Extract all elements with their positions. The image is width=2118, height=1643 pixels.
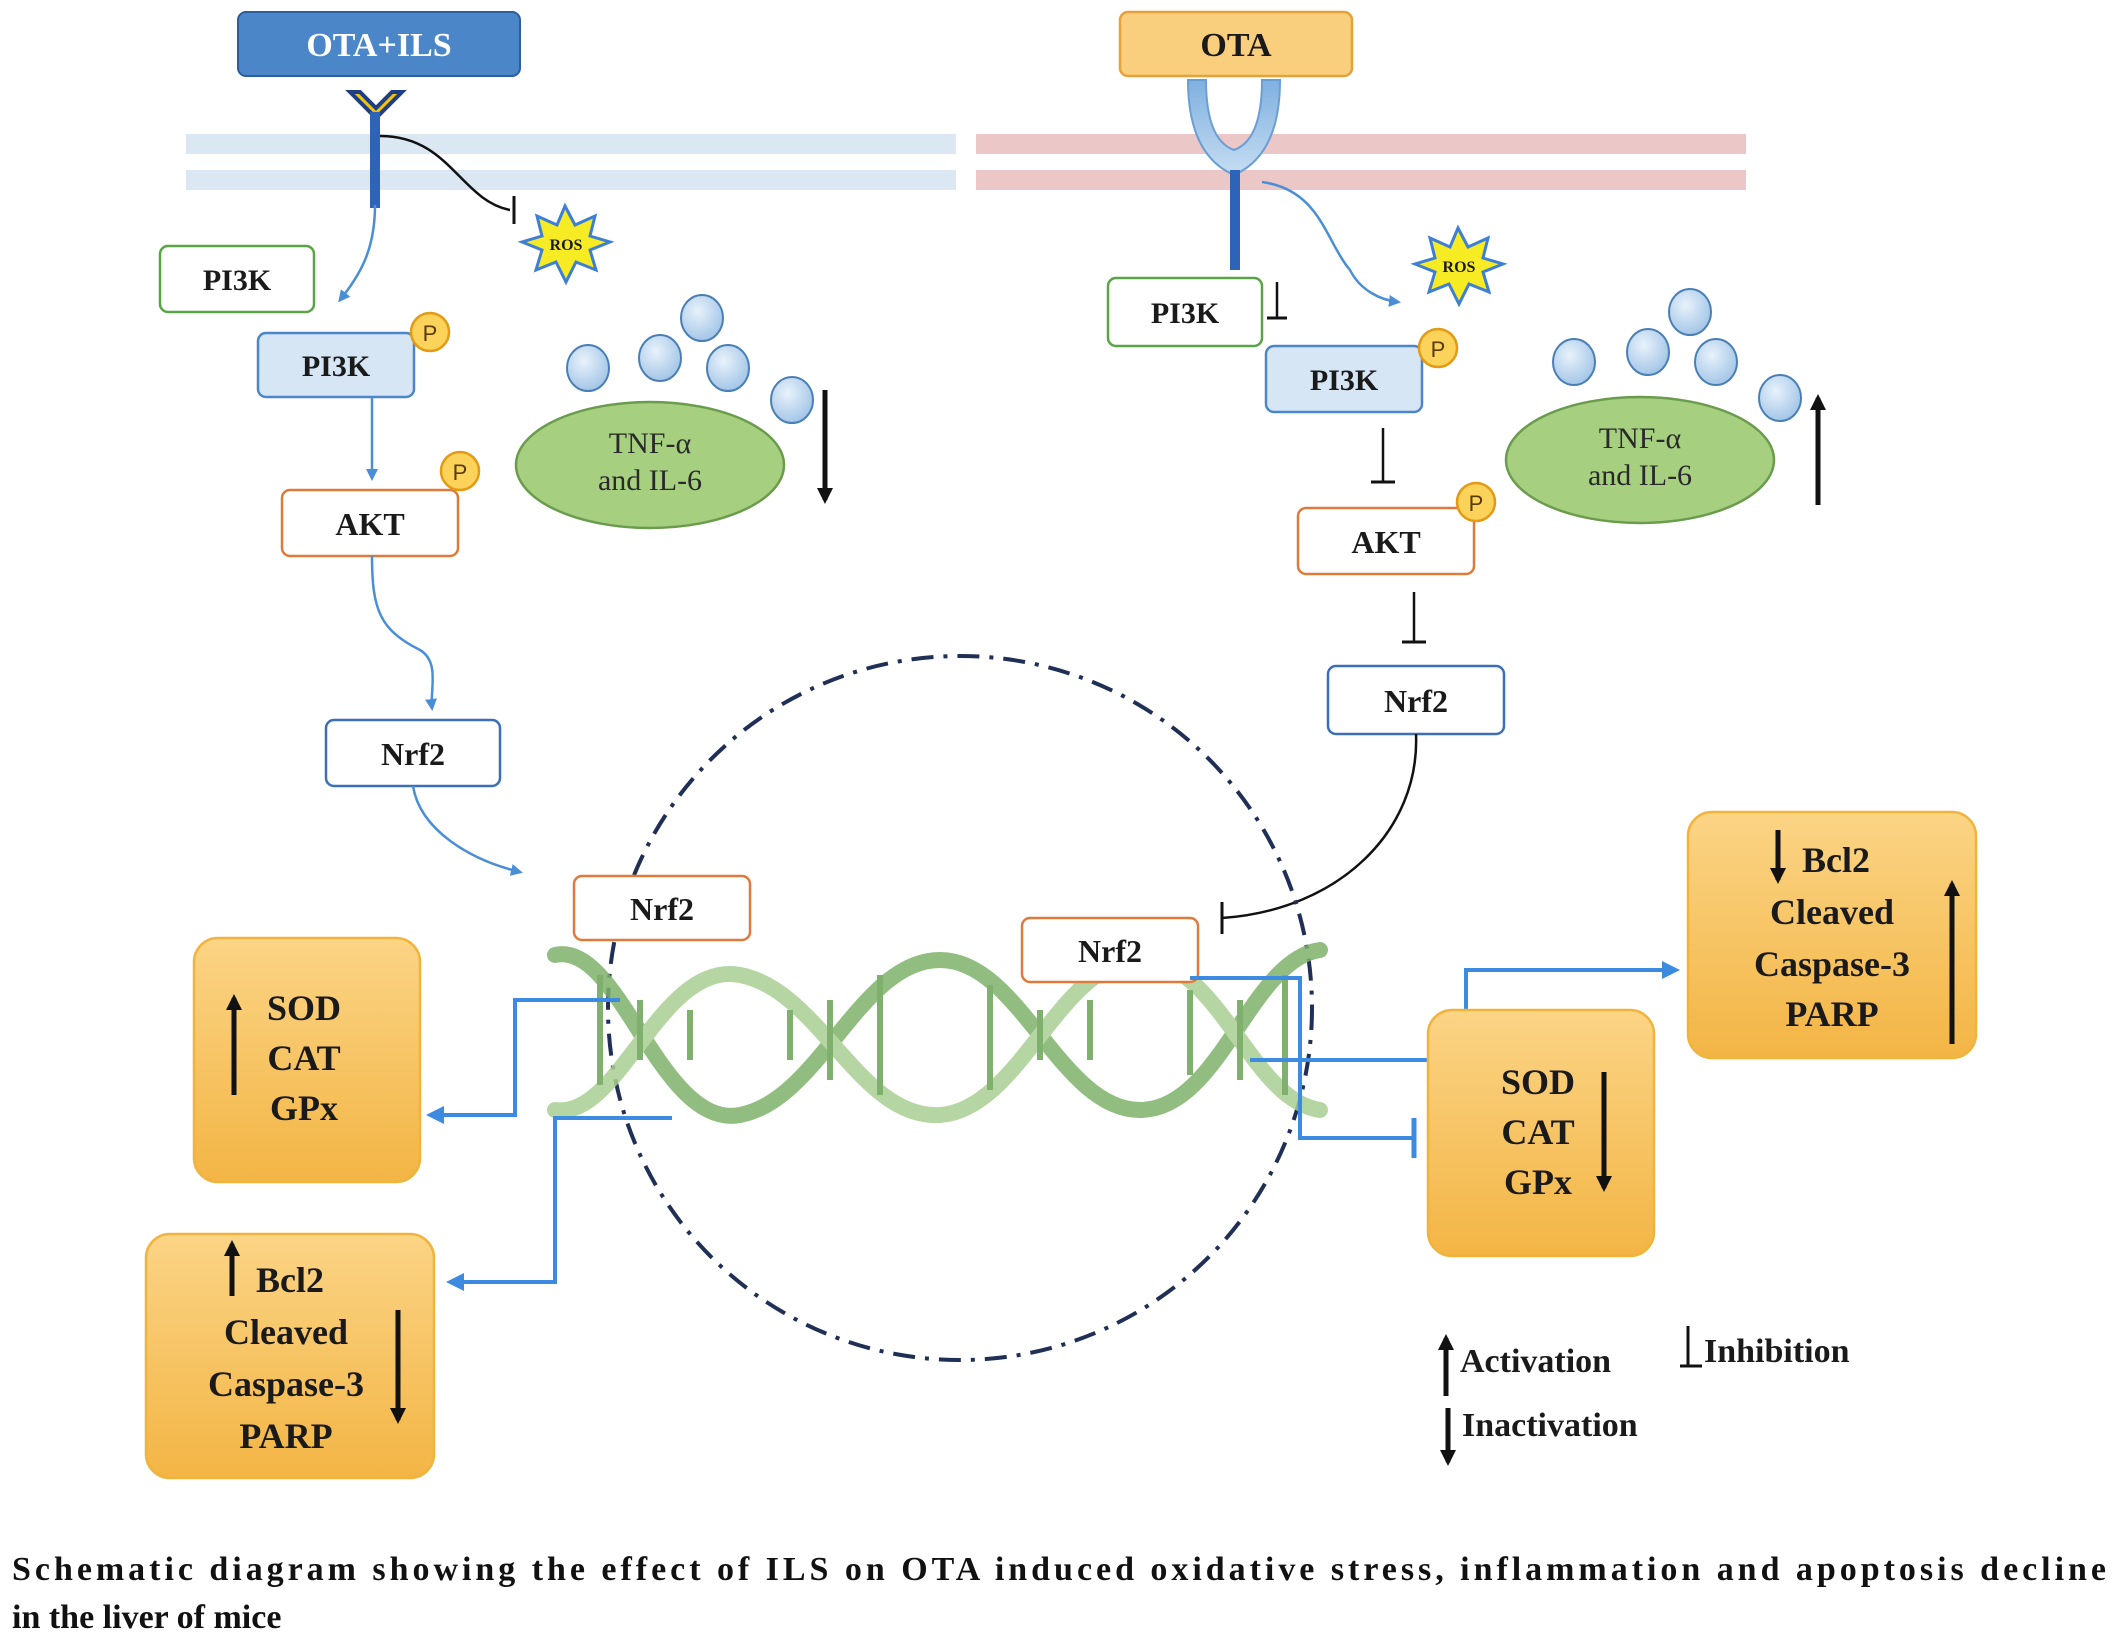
parp-text-right: PARP: [1785, 994, 1878, 1034]
sod-text-right: SOD: [1501, 1062, 1575, 1102]
akt-right: AKT P: [1296, 481, 1497, 576]
phospho-badge-text: P: [423, 321, 438, 346]
nrf2-cytoplasm-right-text: Nrf2: [1384, 683, 1448, 719]
cytokine-beads-left: [566, 294, 814, 424]
nrf2-cytoplasm-right: Nrf2: [1326, 664, 1506, 736]
cup-receptor-icon: [1186, 79, 1282, 270]
nrf2-nucleus-left-text: Nrf2: [630, 891, 694, 927]
apoptosis-box-left: Bcl2 Cleaved Caspase-3 PARP: [144, 1232, 436, 1480]
ros-icon-left: ROS: [517, 202, 615, 286]
pi3k-inactive-right-text: PI3K: [1151, 297, 1220, 330]
pi3k-active-right: PI3K P: [1264, 327, 1459, 414]
tnf-alpha-left-text: TNF-α: [609, 427, 692, 460]
legend-activation-text: Activation: [1460, 1343, 1611, 1380]
phospho-badge-text: P: [453, 460, 468, 485]
nrf2-nuclear-translocation-arrow-left: [411, 785, 523, 876]
il6-right-text: and IL-6: [1588, 459, 1692, 492]
antioxidants-box-left: SOD CAT GPx: [192, 936, 422, 1184]
y-receptor-icon: [345, 90, 407, 208]
phospho-badge-text: P: [1431, 337, 1446, 362]
pi3k-active-left-text: PI3K: [302, 350, 371, 383]
pi3k-inactive-right: PI3K: [1106, 276, 1264, 348]
nrf2-nucleus-right-text: Nrf2: [1078, 933, 1142, 969]
pi3k-active-left: PI3K P: [256, 311, 451, 399]
tnf-il6-left: TNF-α and IL-6: [514, 400, 786, 530]
phospho-badge-icon: [1417, 327, 1459, 369]
apoptosis-box-right: Bcl2 Cleaved Caspase-3 PARP: [1686, 810, 1978, 1060]
il6-left-text: and IL-6: [598, 464, 702, 497]
legend-inactivation-text: Inactivation: [1462, 1407, 1638, 1444]
dna-to-apoptosis-arrow-left: [446, 1116, 672, 1291]
nrf2-nuclear-inhibition-right: [1220, 733, 1418, 934]
cat-text-left: CAT: [267, 1038, 340, 1078]
phospho-badge-text: P: [1469, 491, 1484, 516]
akt-to-nrf2-arrow-left: [370, 555, 437, 711]
gpx-text-left: GPx: [270, 1088, 338, 1128]
pi3k-inactive-left: PI3K: [158, 244, 316, 314]
gpx-text-right: GPx: [1504, 1162, 1572, 1202]
ota-label: OTA: [1118, 10, 1354, 78]
cleaved-text-right: Cleaved: [1770, 892, 1894, 932]
bcl2-text-left: Bcl2: [256, 1260, 324, 1300]
right-membrane: [976, 134, 1746, 190]
legend: Activation Inhibition Inactivation: [1438, 1326, 1850, 1466]
nucleus-boundary: [606, 654, 1314, 1362]
receptor-to-pi3k-arrow-left: [338, 204, 377, 303]
akt-right-text: AKT: [1351, 524, 1420, 560]
ros-text-right: ROS: [1443, 259, 1476, 276]
ota-text: OTA: [1200, 27, 1272, 64]
akt-to-nrf2-inhibition-right: [1402, 592, 1426, 644]
pi3k-inactive-left-text: PI3K: [203, 264, 272, 297]
pi3k-active-right-text: PI3K: [1310, 364, 1379, 397]
ota-ils-text: OTA+ILS: [306, 27, 451, 64]
pi3k-inhibition-right: [1267, 282, 1287, 320]
tnf-il6-right: TNF-α and IL-6: [1504, 395, 1776, 525]
pi3k-to-akt-inhibition-right: [1371, 428, 1395, 484]
nrf2-nucleus-right: Nrf2: [1020, 916, 1200, 984]
phospho-badge-icon: [439, 450, 481, 492]
cleaved-text-left: Cleaved: [224, 1312, 348, 1352]
figure-caption: Schematic diagram showing the effect of …: [12, 1551, 2106, 1636]
bcl2-text-right: Bcl2: [1802, 840, 1870, 880]
legend-inhibition-text: Inhibition: [1704, 1333, 1850, 1370]
ota-ils-label: OTA+ILS: [237, 11, 521, 77]
nrf2-nucleus-left: Nrf2: [572, 874, 752, 942]
nrf2-cytoplasm-left-text: Nrf2: [381, 736, 445, 772]
ota-to-ros-arrow: [1261, 180, 1401, 307]
parp-text-left: PARP: [239, 1416, 332, 1456]
cytokine-beads-right: [1552, 288, 1802, 422]
caption-line-2: in the liver of mice: [12, 1599, 281, 1636]
cat-text-right: CAT: [1501, 1112, 1574, 1152]
caption-line-1: Schematic diagram showing the effect of …: [12, 1551, 2106, 1588]
phospho-badge-icon: [409, 311, 451, 353]
ros-text-left: ROS: [550, 237, 583, 254]
tnf-alpha-right-text: TNF-α: [1599, 422, 1682, 455]
left-membrane: [186, 134, 956, 190]
ils-ros-inhibition-line: [379, 134, 511, 212]
dna-to-antioxidants-arrow-left: [426, 998, 620, 1124]
ros-icon-right: ROS: [1410, 224, 1508, 308]
phospho-badge-icon: [1455, 481, 1497, 523]
akt-left-text: AKT: [335, 506, 404, 542]
nrf2-cytoplasm-left: Nrf2: [324, 718, 502, 788]
caspase3-text-right: Caspase-3: [1754, 944, 1910, 984]
sod-text-left: SOD: [267, 988, 341, 1028]
akt-left: AKT P: [280, 450, 481, 558]
caspase3-text-left: Caspase-3: [208, 1364, 364, 1404]
antioxidants-box-right: SOD CAT GPx: [1426, 1008, 1656, 1258]
dna-helix-icon: [547, 942, 1328, 1124]
